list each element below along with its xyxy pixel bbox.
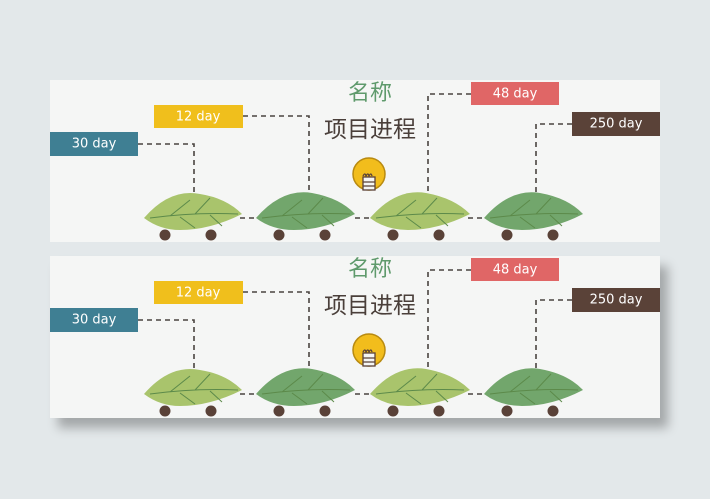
progress-title: 项目进程 — [324, 293, 416, 319]
label-48-day: 48 day — [471, 258, 559, 281]
label-12-day: 12 day — [154, 105, 243, 128]
leaf-car-3 — [370, 368, 470, 417]
name-title: 名称 — [348, 257, 392, 282]
connector-30 — [138, 143, 195, 196]
svg-text:30 day: 30 day — [72, 313, 117, 328]
label-30-day: 30 day — [50, 132, 138, 156]
connector-48 — [427, 93, 471, 196]
label-30-day: 30 day — [50, 308, 138, 332]
lightbulb-icon — [352, 333, 386, 367]
leaf-car-1 — [144, 193, 242, 241]
leaf-car-2 — [256, 368, 355, 417]
svg-text:48 day: 48 day — [493, 263, 538, 278]
svg-text:250 day: 250 day — [590, 293, 643, 308]
leaf-car-2 — [256, 192, 355, 241]
svg-text:30 day: 30 day — [72, 137, 117, 152]
lightbulb-icon — [352, 157, 386, 191]
svg-text:250 day: 250 day — [590, 117, 643, 132]
connector-12 — [243, 291, 310, 368]
svg-text:48 day: 48 day — [493, 87, 538, 102]
connector-12 — [243, 115, 310, 192]
label-250-day: 250 day — [572, 288, 660, 312]
progress-title: 项目进程 — [324, 117, 416, 143]
timeline-diagram: 30 day 12 day 48 day 250 day 名称 项目进程 — [50, 81, 660, 241]
progress-panel-2: 30 day 12 day 48 day 250 day 名称 项目进程 — [50, 256, 660, 418]
svg-text:12 day: 12 day — [176, 110, 221, 125]
connector-250 — [535, 299, 572, 368]
leaf-car-4 — [484, 192, 583, 241]
connector-48 — [427, 269, 471, 372]
connector-30 — [138, 319, 195, 372]
label-48-day: 48 day — [471, 82, 559, 105]
label-12-day: 12 day — [154, 281, 243, 304]
leaf-car-4 — [484, 368, 583, 417]
svg-text:12 day: 12 day — [176, 286, 221, 301]
label-250-day: 250 day — [572, 112, 660, 136]
connector-250 — [535, 123, 572, 192]
leaf-car-3 — [370, 192, 470, 241]
name-title: 名称 — [348, 81, 392, 106]
leaf-car-1 — [144, 369, 242, 417]
progress-panel-1: 30 day 12 day 48 day 250 day 名称 项目进程 — [50, 80, 660, 242]
timeline-diagram: 30 day 12 day 48 day 250 day 名称 项目进程 — [50, 257, 660, 417]
